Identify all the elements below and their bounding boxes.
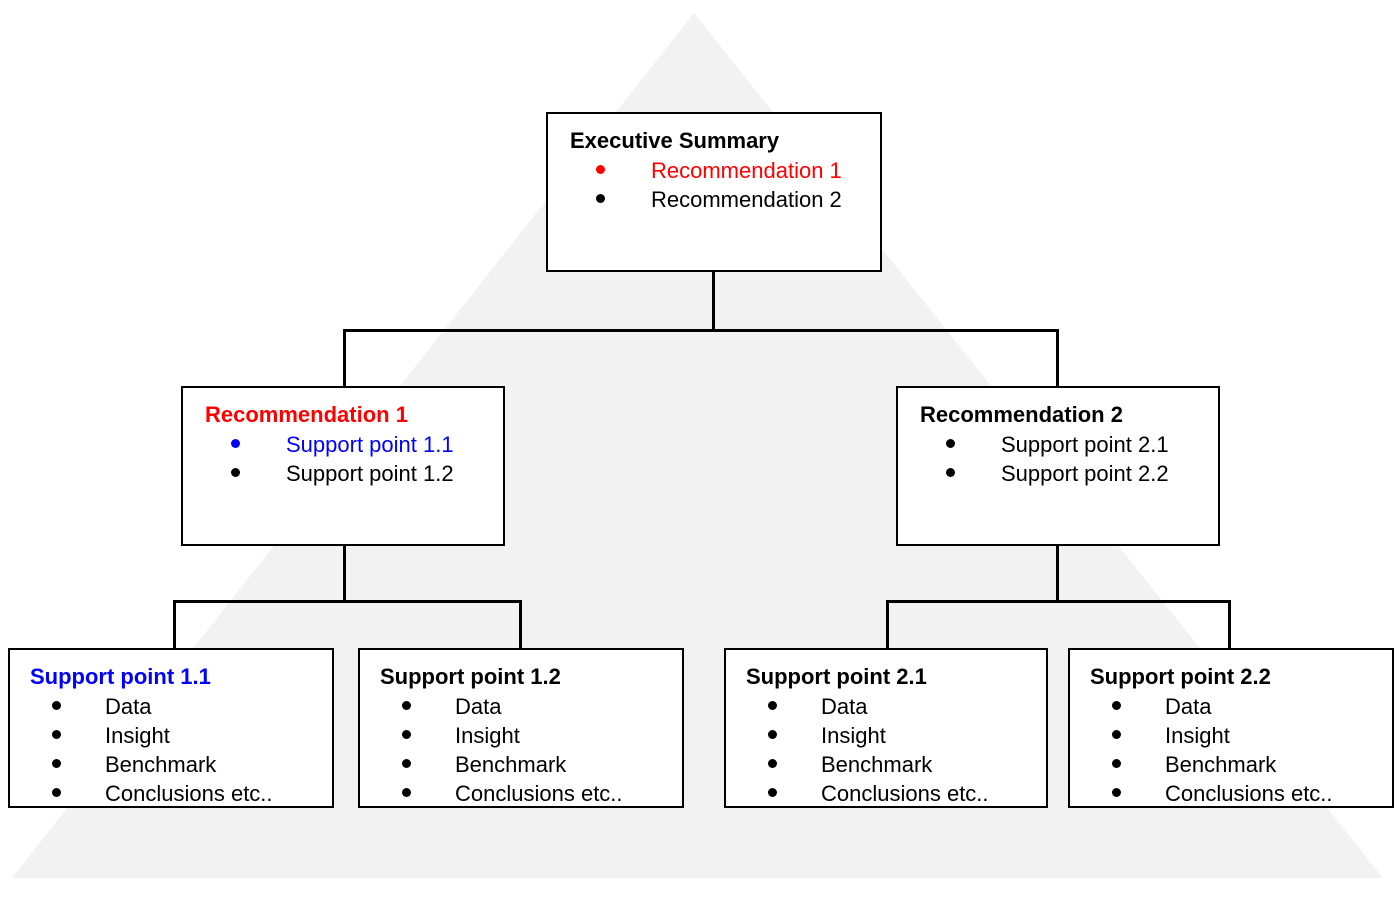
node-title: Support point 2.2 [1090, 664, 1271, 689]
bullet-list: Data Insight Benchmark Conclusions etc.. [1070, 692, 1392, 808]
bullet-dot-icon [1112, 788, 1121, 797]
connector-level2-right-horizontal [886, 600, 1231, 603]
connector-rec1-to-bar [343, 546, 346, 602]
node-title: Recommendation 1 [205, 402, 408, 427]
bullet-item[interactable]: Support point 1.1 [231, 430, 503, 459]
bullet-label: Recommendation 2 [651, 187, 842, 212]
connector-bar-to-sp22 [1228, 600, 1231, 650]
bullet-item[interactable]: Recommendation 1 [596, 156, 880, 185]
bullet-dot-icon [768, 701, 777, 710]
node-title: Support point 1.2 [380, 664, 561, 689]
connector-bar-to-rec1 [343, 329, 346, 388]
bullet-label: Conclusions etc.. [105, 781, 273, 806]
bullet-label: Support point 1.2 [286, 461, 454, 486]
bullet-dot-icon [402, 759, 411, 768]
bullet-dot-icon [1112, 701, 1121, 710]
bullet-item[interactable]: Support point 2.2 [946, 459, 1218, 488]
bullet-label: Data [455, 694, 502, 719]
bullet-label: Conclusions etc.. [1165, 781, 1333, 806]
bullet-label: Insight [105, 723, 170, 748]
bullet-label: Insight [821, 723, 886, 748]
bullet-item[interactable]: Insight [768, 721, 1046, 750]
node-support-point-2-2[interactable]: Support point 2.2 Data Insight Benchmark… [1068, 648, 1394, 808]
bullet-item[interactable]: Data [52, 692, 332, 721]
bullet-item[interactable]: Data [1112, 692, 1392, 721]
bullet-dot-icon [402, 788, 411, 797]
bullet-dot-icon [231, 468, 240, 477]
node-title: Support point 2.1 [746, 664, 927, 689]
bullet-dot-icon [402, 730, 411, 739]
bullet-label: Conclusions etc.. [821, 781, 989, 806]
bullet-dot-icon [52, 788, 61, 797]
bullet-item[interactable]: Conclusions etc.. [1112, 779, 1392, 808]
bullet-item[interactable]: Recommendation 2 [596, 185, 880, 214]
node-support-point-2-1[interactable]: Support point 2.1 Data Insight Benchmark… [724, 648, 1048, 808]
bullet-list: Data Insight Benchmark Conclusions etc.. [360, 692, 682, 808]
bullet-item[interactable]: Conclusions etc.. [768, 779, 1046, 808]
bullet-list: Data Insight Benchmark Conclusions etc.. [10, 692, 332, 808]
bullet-label: Insight [1165, 723, 1230, 748]
bullet-dot-icon [946, 468, 955, 477]
bullet-dot-icon [1112, 730, 1121, 739]
node-recommendation-1[interactable]: Recommendation 1 Support point 1.1 Suppo… [181, 386, 505, 546]
connector-bar-to-sp12 [519, 600, 522, 650]
node-title: Recommendation 2 [920, 402, 1123, 427]
connector-bar-to-sp11 [173, 600, 176, 650]
bullet-item[interactable]: Benchmark [52, 750, 332, 779]
bullet-dot-icon [402, 701, 411, 710]
bullet-list: Support point 1.1 Support point 1.2 [183, 430, 503, 488]
bullet-label: Benchmark [1165, 752, 1277, 777]
bullet-item[interactable]: Data [768, 692, 1046, 721]
bullet-label: Support point 2.2 [1001, 461, 1169, 486]
bullet-item[interactable]: Insight [402, 721, 682, 750]
connector-exec-to-bar [712, 272, 715, 331]
bullet-item[interactable]: Conclusions etc.. [402, 779, 682, 808]
bullet-item[interactable]: Support point 2.1 [946, 430, 1218, 459]
bullet-dot-icon [52, 730, 61, 739]
bullet-item[interactable]: Insight [1112, 721, 1392, 750]
bullet-label: Data [105, 694, 152, 719]
node-support-point-1-2[interactable]: Support point 1.2 Data Insight Benchmark… [358, 648, 684, 808]
bullet-label: Support point 2.1 [1001, 432, 1169, 457]
connector-bar-to-sp21 [886, 600, 889, 650]
bullet-item[interactable]: Data [402, 692, 682, 721]
connector-bar-to-rec2 [1056, 329, 1059, 388]
bullet-label: Support point 1.1 [286, 432, 454, 457]
node-title: Support point 1.1 [30, 664, 211, 689]
bullet-label: Data [1165, 694, 1212, 719]
bullet-item[interactable]: Benchmark [402, 750, 682, 779]
bullet-label: Benchmark [821, 752, 933, 777]
bullet-label: Conclusions etc.. [455, 781, 623, 806]
bullet-label: Benchmark [105, 752, 217, 777]
bullet-dot-icon [52, 701, 61, 710]
connector-level2-left-horizontal [173, 600, 522, 603]
bullet-item[interactable]: Support point 1.2 [231, 459, 503, 488]
bullet-dot-icon [768, 759, 777, 768]
bullet-label: Data [821, 694, 868, 719]
node-title: Executive Summary [570, 128, 780, 153]
node-support-point-1-1[interactable]: Support point 1.1 Data Insight Benchmark… [8, 648, 334, 808]
bullet-dot-icon [768, 788, 777, 797]
node-executive-summary[interactable]: Executive Summary Recommendation 1 Recom… [546, 112, 882, 272]
node-recommendation-2[interactable]: Recommendation 2 Support point 2.1 Suppo… [896, 386, 1220, 546]
bullet-label: Benchmark [455, 752, 567, 777]
bullet-list: Recommendation 1 Recommendation 2 [548, 156, 880, 214]
bullet-item[interactable]: Benchmark [1112, 750, 1392, 779]
bullet-dot-icon [596, 194, 605, 203]
connector-level1-horizontal [343, 329, 1059, 332]
bullet-dot-icon [596, 165, 605, 174]
bullet-label: Recommendation 1 [651, 158, 842, 183]
bullet-label: Insight [455, 723, 520, 748]
bullet-item[interactable]: Conclusions etc.. [52, 779, 332, 808]
bullet-dot-icon [768, 730, 777, 739]
bullet-item[interactable]: Benchmark [768, 750, 1046, 779]
bullet-item[interactable]: Insight [52, 721, 332, 750]
bullet-list: Support point 2.1 Support point 2.2 [898, 430, 1218, 488]
bullet-dot-icon [1112, 759, 1121, 768]
bullet-list: Data Insight Benchmark Conclusions etc.. [726, 692, 1046, 808]
bullet-dot-icon [946, 439, 955, 448]
bullet-dot-icon [52, 759, 61, 768]
bullet-dot-icon [231, 439, 240, 448]
connector-rec2-to-bar [1056, 546, 1059, 602]
